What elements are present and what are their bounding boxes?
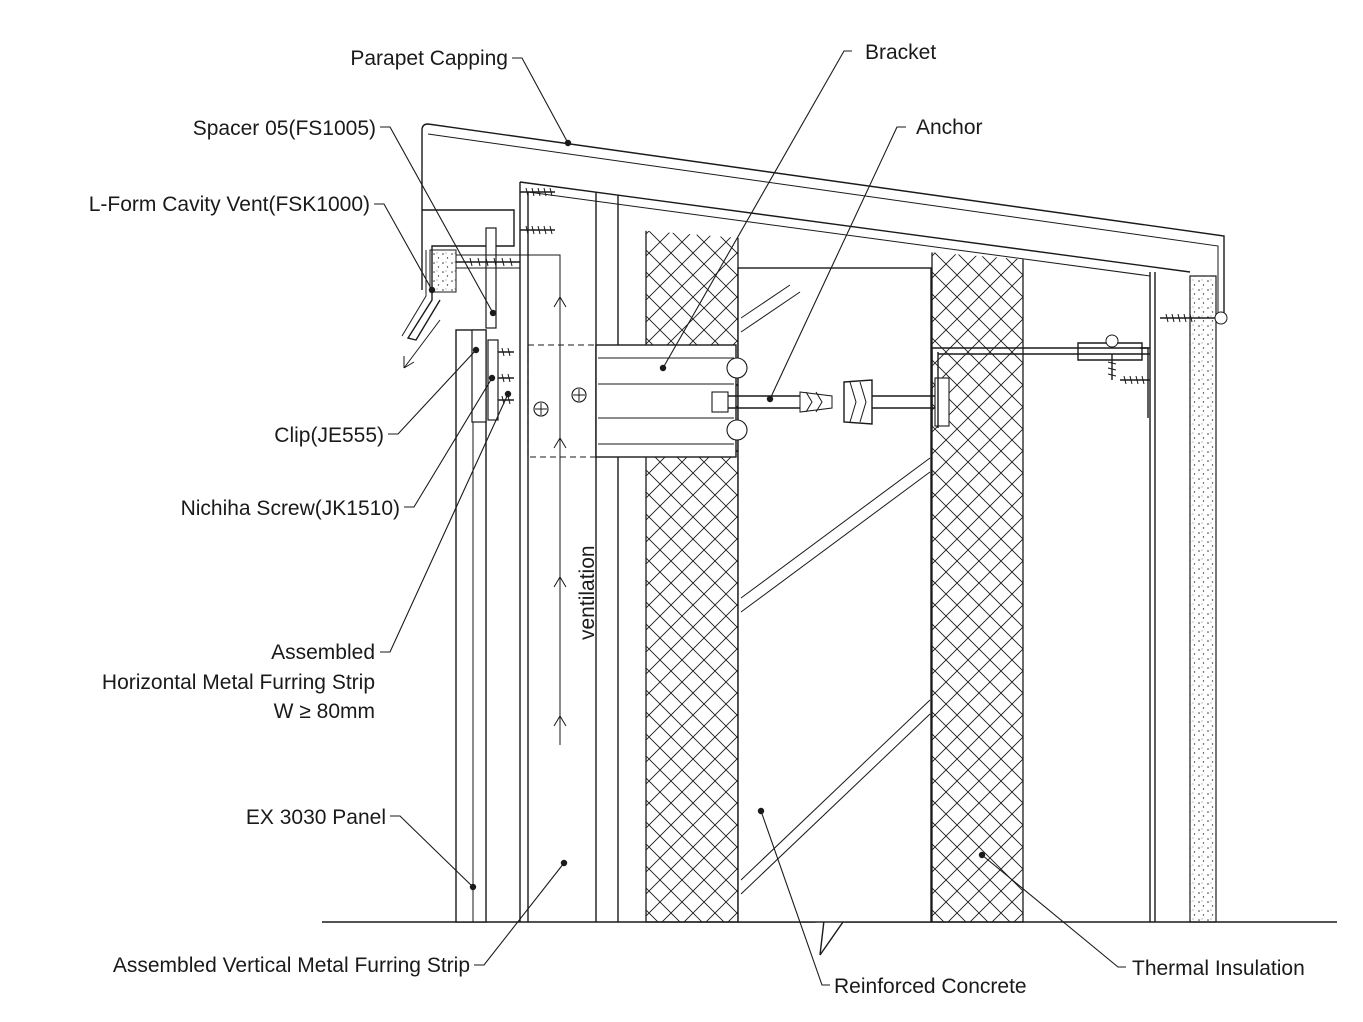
parapet-capping bbox=[421, 123, 1225, 322]
ex-3030-panel bbox=[455, 329, 487, 923]
label-spacer: Spacer 05(FS1005) bbox=[193, 117, 376, 140]
label-bracket: Bracket bbox=[865, 41, 936, 64]
label-cavity-vent: L-Form Cavity Vent(FSK1000) bbox=[89, 193, 370, 216]
label-vertical-furring: Assembled Vertical Metal Furring Strip bbox=[113, 954, 470, 977]
reinforced-concrete bbox=[737, 267, 932, 923]
label-anchor: Anchor bbox=[916, 116, 983, 139]
vertical-furring-strip bbox=[519, 182, 619, 922]
label-horizontal-furring-2: Horizontal Metal Furring Strip bbox=[102, 671, 375, 694]
clip-screws bbox=[498, 347, 514, 405]
wall-top-slope bbox=[519, 181, 1191, 273]
top-screws bbox=[456, 187, 1228, 325]
label-parapet-capping: Parapet Capping bbox=[350, 47, 508, 70]
ventilation-arrow bbox=[520, 254, 567, 745]
label-thermal-insulation: Thermal Insulation bbox=[1132, 957, 1305, 980]
label-horizontal-furring-3: W ≥ 80mm bbox=[274, 700, 375, 723]
label-reinforced-concrete: Reinforced Concrete bbox=[834, 975, 1027, 998]
wall-top-slope-inner bbox=[527, 191, 1151, 277]
vent-outflow-arrow bbox=[403, 319, 441, 369]
label-horizontal-furring-1: Assembled bbox=[271, 641, 375, 664]
l-form-cavity-vent bbox=[401, 209, 515, 341]
horizontal-furring-strip bbox=[527, 344, 597, 458]
label-ex-panel: EX 3030 Panel bbox=[246, 806, 386, 829]
concrete-diagonal-rebar bbox=[740, 284, 931, 895]
interior-stipple-layer bbox=[1189, 275, 1217, 923]
thermal-insulation-inner bbox=[931, 251, 1024, 923]
inner-angle bbox=[931, 334, 1150, 428]
thermal-insulation-outer bbox=[645, 189, 739, 923]
label-nichiha-screw: Nichiha Screw(JK1510) bbox=[181, 497, 400, 520]
label-clip: Clip(JE555) bbox=[274, 424, 384, 447]
furring-screw-symbols bbox=[533, 387, 587, 417]
leader-lines bbox=[374, 50, 1126, 986]
ventilation-label: ventilation bbox=[576, 545, 599, 640]
